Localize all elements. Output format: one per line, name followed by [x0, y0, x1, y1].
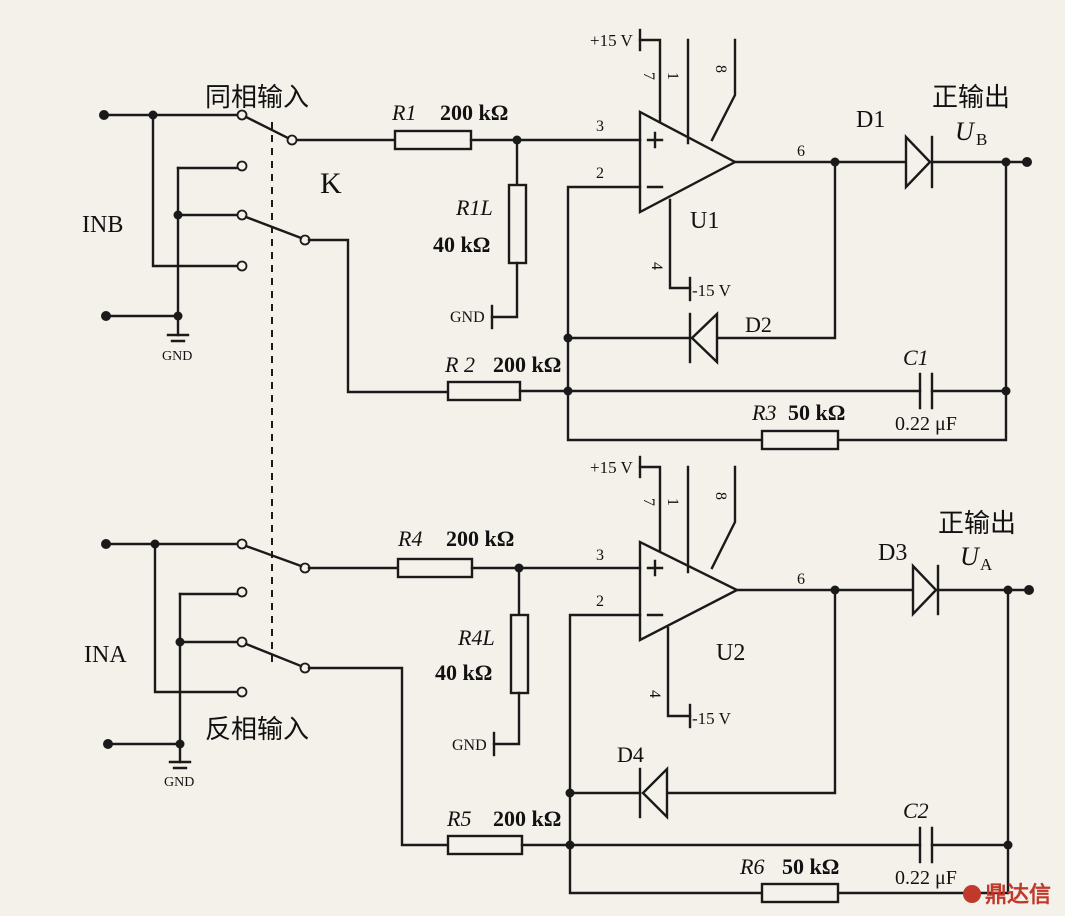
- diode-d1: [904, 134, 934, 190]
- u1-pin7: 7: [640, 72, 657, 80]
- c2-name: C2: [903, 798, 929, 823]
- gnd-label-top: GND: [162, 349, 192, 364]
- ub-label: U: [955, 117, 976, 146]
- ua-subscript: A: [980, 555, 993, 574]
- watermark: 鼎达信: [963, 882, 1051, 908]
- u2-pin3: 3: [596, 547, 604, 564]
- resistor-r3: [760, 429, 840, 451]
- d3-label: D3: [878, 540, 907, 566]
- r2-name: R 2: [444, 352, 475, 377]
- r4l-value: 40 kΩ: [435, 660, 492, 685]
- resistor-r1l: [507, 183, 528, 265]
- top-circuit: [99, 28, 1032, 451]
- r5-name: R5: [446, 806, 471, 831]
- u2-pin2: 2: [596, 593, 604, 610]
- r1l-name: R1L: [455, 195, 493, 220]
- r3-name: R3: [751, 400, 776, 425]
- r6-name: R6: [739, 854, 764, 879]
- r1-name: R1: [391, 100, 416, 125]
- resistor-r6: [760, 882, 840, 904]
- r4-value: 200 kΩ: [446, 526, 514, 551]
- u1-pin4: 4: [648, 262, 665, 270]
- pos-out-label-top: 正输出: [932, 83, 1010, 113]
- diode-d3: [911, 563, 940, 617]
- u1-pin1: 1: [664, 72, 681, 80]
- u1-pin8: 8: [712, 65, 729, 73]
- r4-name: R4: [397, 526, 422, 551]
- vplus-top: +15 V: [590, 31, 634, 50]
- u2-pin4: 4: [646, 690, 663, 698]
- labels-bottom: INA 反相输入 GND R4 200 kΩ R4L 40 kΩ GND R5 …: [84, 458, 1016, 889]
- resistor-r1: [393, 129, 473, 151]
- c1-name: C1: [903, 345, 929, 370]
- watermark-text: 鼎达信: [985, 882, 1051, 908]
- u1-pin2: 2: [596, 165, 604, 182]
- r1-value: 200 kΩ: [440, 100, 508, 125]
- d1-label: D1: [856, 107, 885, 133]
- ina-label: INA: [84, 642, 127, 668]
- inverting-label: 反相输入: [205, 715, 309, 745]
- d4-label: D4: [617, 742, 644, 767]
- op-amp-u1: [638, 28, 738, 302]
- ub-subscript: B: [976, 130, 987, 149]
- r2-value: 200 kΩ: [493, 352, 561, 377]
- u1-label: U1: [690, 208, 719, 234]
- inb-label: INB: [82, 212, 123, 238]
- capacitor-c2: [918, 826, 934, 864]
- resistor-r4: [396, 557, 474, 579]
- labels-top: 同相输入 K INB GND R1 200 kΩ R1L 40 kΩ GND R…: [82, 31, 1010, 435]
- r1l-value: 40 kΩ: [433, 232, 490, 257]
- u2-pin1: 1: [664, 498, 681, 506]
- r6-value: 50 kΩ: [782, 854, 839, 879]
- u2-pin6: 6: [797, 571, 805, 588]
- diode-d4: [638, 766, 669, 820]
- u1-pin3: 3: [596, 118, 604, 135]
- c1-value: 0.22 μF: [895, 413, 957, 435]
- resistor-r2: [446, 380, 522, 402]
- switch-k-bottom: [236, 538, 311, 698]
- ua-label: U: [960, 542, 981, 571]
- resistor-r5: [446, 834, 524, 856]
- u2-pin7: 7: [640, 498, 657, 506]
- pos-out-label-bottom: 正输出: [938, 509, 1016, 539]
- c2-value: 0.22 μF: [895, 867, 957, 889]
- vplus-bottom: +15 V: [590, 458, 634, 477]
- diode-d2: [688, 311, 719, 365]
- d2-label: D2: [745, 312, 772, 337]
- bottom-circuit: [101, 455, 1034, 904]
- gnd-label-bottom: GND: [164, 775, 194, 790]
- u2-pin8: 8: [712, 492, 729, 500]
- u1-pin6: 6: [797, 143, 805, 160]
- vminus-top: -15 V: [692, 281, 732, 300]
- switch-k-top: [236, 109, 311, 272]
- vminus-bottom: -15 V: [692, 709, 732, 728]
- r3-value: 50 kΩ: [788, 400, 845, 425]
- u2-label: U2: [716, 640, 745, 666]
- gnd-label-r4l: GND: [452, 737, 487, 754]
- resistor-r4l: [509, 613, 530, 695]
- capacitor-c1: [918, 372, 934, 410]
- r5-value: 200 kΩ: [493, 806, 561, 831]
- op-amp-u2: [638, 455, 740, 729]
- in-phase-label: 同相输入: [205, 83, 309, 113]
- inb-wiring: [99, 110, 242, 343]
- gnd-label-r1l: GND: [450, 309, 485, 326]
- watermark-logo-icon: [963, 885, 981, 903]
- switch-k-label: K: [320, 167, 342, 200]
- r4l-name: R4L: [457, 625, 495, 650]
